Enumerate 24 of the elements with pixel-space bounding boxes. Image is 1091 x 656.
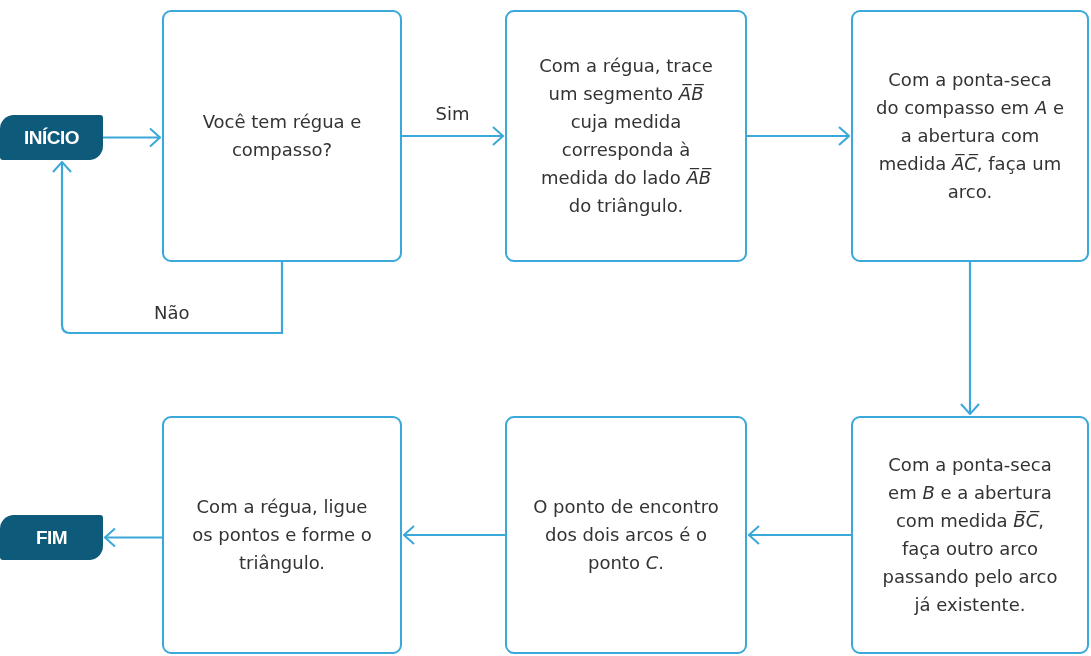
arrow [103,127,161,148]
process-box [505,416,747,654]
step-text: Com a régua, ligue os pontos e forme o triângulo. [191,495,373,575]
terminal-text: INÍCIO [23,125,80,150]
arrow [747,126,850,146]
process-box [505,10,747,262]
terminal-label [0,515,103,560]
step-text: Com a régua, trace um segmento A̅B̅ cuja medida corresponda à medida do lado A̅B̅ do triângulo. [538,54,714,218]
step-text: Com a ponta-seca do compasso em A e a abertura com medida A̅C̅, faça um arco. [875,68,1065,204]
arrow [402,126,504,146]
process-box [162,10,402,262]
terminal-text: FIM [35,525,68,550]
arrow [104,527,162,548]
process-box [851,416,1089,654]
terminal-label [0,115,103,160]
step-text: O ponto de encontro dos dois arcos é o ponto C. [532,495,720,575]
arrow [960,262,980,415]
arrow [403,525,505,545]
process-box [851,10,1089,262]
step-text: Com a ponta-seca em B e a abertura com medida B̅C̅, faça outro arco passando pelo arco já existente. [881,453,1059,617]
arrow [748,525,851,545]
arrow [52,161,284,335]
process-box [162,416,402,654]
step-text: Você tem régua e compasso? [201,110,363,162]
